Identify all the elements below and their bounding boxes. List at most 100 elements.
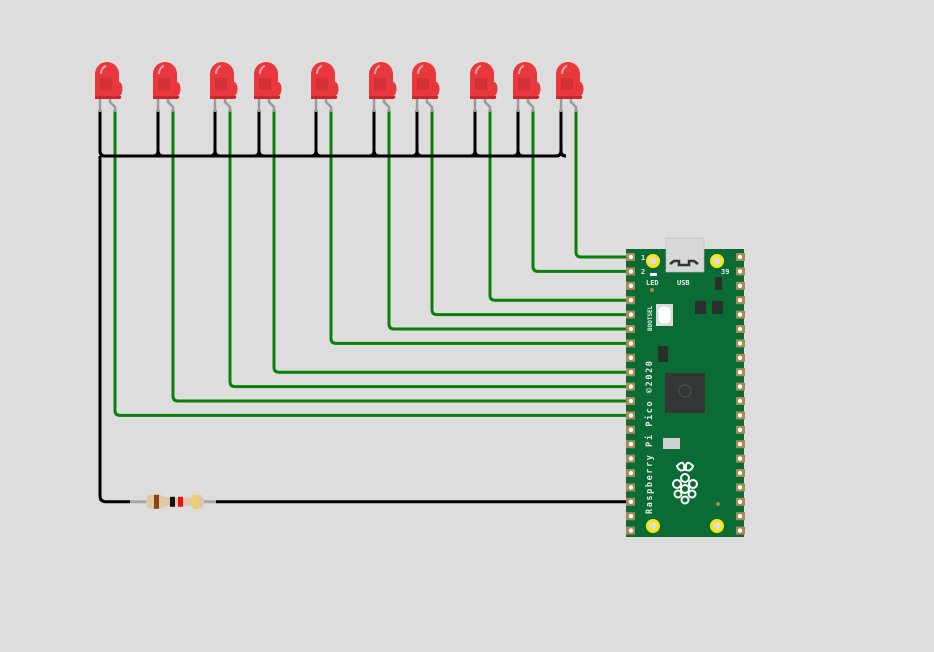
ground-return-wire[interactable] [98, 156, 130, 504]
led-rim [470, 96, 497, 100]
led-rim [95, 96, 122, 100]
pin-left[interactable] [626, 397, 635, 405]
signal-wire[interactable] [329, 110, 634, 345]
pin-right[interactable] [736, 253, 745, 261]
pin-left[interactable] [626, 411, 635, 420]
ground-wire[interactable] [213, 110, 221, 158]
ground-wire[interactable] [473, 110, 481, 158]
led-4[interactable] [254, 62, 282, 112]
pin-left[interactable] [626, 368, 635, 377]
ground-wire[interactable] [559, 110, 567, 158]
pin-right[interactable] [736, 267, 745, 276]
pin-right[interactable] [736, 425, 745, 434]
pin-left[interactable] [626, 440, 635, 449]
pin1-label: 1 [641, 254, 645, 262]
resistor-band-3 [178, 496, 183, 507]
bootsel-button[interactable] [657, 305, 672, 325]
pin-left[interactable] [626, 267, 635, 276]
pin-right[interactable] [736, 469, 745, 477]
pin-right[interactable] [736, 382, 745, 391]
signal-wire[interactable] [531, 110, 634, 273]
led-die [518, 78, 530, 90]
pin-left[interactable] [626, 296, 635, 305]
ground-wire[interactable] [98, 110, 106, 158]
pin-right[interactable] [736, 281, 745, 290]
pin-left[interactable] [626, 353, 635, 362]
led-5[interactable] [311, 62, 339, 112]
test-point [650, 288, 654, 292]
ground-wire[interactable] [516, 110, 524, 158]
pin-right[interactable] [736, 440, 745, 449]
led-8[interactable] [470, 62, 498, 112]
led-anode-leg [526, 98, 535, 112]
ground-wire[interactable] [372, 110, 380, 158]
rp2040-chip [665, 373, 705, 413]
pin-right[interactable] [736, 310, 745, 319]
usb-connector[interactable] [665, 237, 705, 273]
smd-component [712, 301, 723, 314]
signal-wire[interactable] [574, 110, 634, 259]
signal-wire[interactable] [171, 110, 634, 403]
signal-wire[interactable] [272, 110, 634, 374]
pin-right[interactable] [736, 353, 745, 362]
pin-right[interactable] [736, 325, 745, 333]
pin-left[interactable] [626, 310, 635, 319]
led-3[interactable] [210, 62, 238, 112]
pin-left[interactable] [626, 497, 635, 506]
led-die [475, 78, 487, 90]
pin-left[interactable] [626, 425, 635, 434]
led-7[interactable] [412, 62, 440, 112]
pin-right[interactable] [736, 411, 745, 420]
test-point [716, 502, 720, 506]
pin-left[interactable] [626, 526, 635, 535]
raspberry-pi-pico[interactable]: 1 2 39 LED USB BOOTSEL Raspberry Pi Pico… [626, 237, 745, 537]
debug-pad [663, 438, 680, 449]
led-rim [369, 96, 396, 100]
led-2[interactable] [153, 62, 181, 112]
led-anode-leg [166, 98, 175, 112]
led-rim [153, 96, 180, 100]
ground-wire[interactable] [257, 110, 265, 158]
led-anode-leg [108, 98, 117, 112]
pin-left[interactable] [626, 253, 635, 261]
led-10[interactable] [556, 62, 584, 112]
ground-bus-junction [368, 150, 380, 158]
ground-wire[interactable] [314, 110, 322, 158]
pin-right[interactable] [736, 483, 745, 492]
pin-left[interactable] [626, 325, 635, 333]
pin-right[interactable] [736, 397, 745, 405]
led-highlight [474, 65, 482, 75]
led-9[interactable] [513, 62, 541, 112]
led-1[interactable] [95, 62, 123, 112]
pin-left[interactable] [626, 339, 635, 348]
flash-chip [658, 346, 668, 362]
pin-right[interactable] [736, 497, 745, 506]
pin-right[interactable] [736, 526, 745, 535]
ground-wire[interactable] [415, 110, 423, 158]
pin-left[interactable] [626, 454, 635, 463]
pin-right[interactable] [736, 512, 745, 521]
pin-left[interactable] [626, 512, 635, 521]
signal-wire[interactable] [488, 110, 634, 302]
pin-left[interactable] [626, 483, 635, 492]
signal-wire[interactable] [228, 110, 634, 389]
led-die [374, 78, 386, 90]
signal-wire[interactable] [430, 110, 634, 317]
pin-left[interactable] [626, 382, 635, 391]
pin-right[interactable] [736, 368, 745, 377]
led-row [95, 62, 584, 112]
led-rim [412, 96, 439, 100]
signal-wire[interactable] [387, 110, 634, 331]
ground-wire[interactable] [156, 110, 164, 158]
pin-left[interactable] [626, 281, 635, 290]
pin2-label: 2 [641, 268, 645, 276]
led-6[interactable] [369, 62, 397, 112]
pin-right[interactable] [736, 454, 745, 463]
pin-left[interactable] [626, 469, 635, 477]
pin-right[interactable] [736, 339, 745, 348]
led-rim [513, 96, 540, 100]
signal-wire[interactable] [113, 110, 634, 417]
resistor[interactable] [130, 494, 216, 509]
pin-right[interactable] [736, 296, 745, 305]
